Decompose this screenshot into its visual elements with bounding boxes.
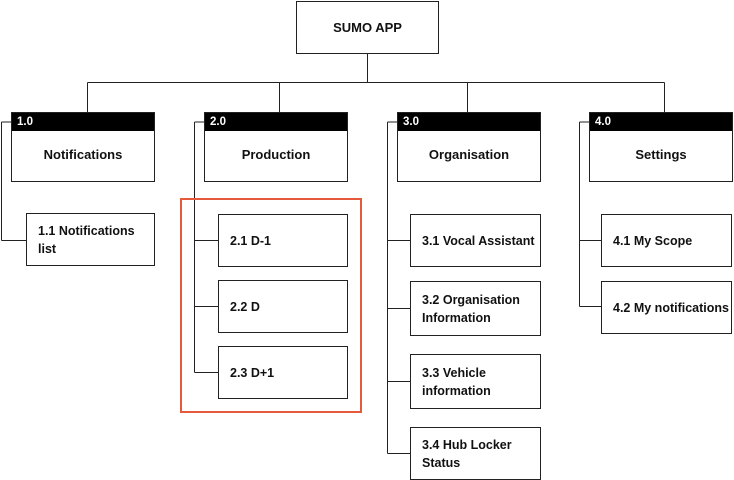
node-my-scope: 4.1 My Scope: [601, 214, 732, 267]
node-label: 3.4 Hub Locker Status: [422, 437, 512, 470]
node-vehicle-information: 3.3 Vehicle information: [410, 354, 541, 409]
node-d-plus-1: 2.3 D+1: [218, 346, 348, 399]
production-highlight-frame: [180, 198, 362, 413]
node-label: 3.3 Vehicle information: [422, 365, 491, 398]
node-d-minus-1: 2.1 D-1: [218, 214, 348, 267]
section-number: 3.0: [398, 113, 540, 131]
node-label: 3.2 Organisation Information: [422, 292, 520, 325]
node-label: 1.1 Notifications list: [38, 223, 135, 256]
node-vocal-assistant: 3.1 Vocal Assistant: [410, 214, 541, 267]
node-my-notifications: 4.2 My notifications: [601, 281, 732, 334]
node-hub-locker-status: 3.4 Hub Locker Status: [410, 427, 541, 480]
node-label: 4.1 My Scope: [613, 233, 693, 248]
node-organisation-information: 3.2 Organisation Information: [410, 281, 541, 336]
section-settings: 4.0 Settings: [589, 112, 733, 182]
node-label: 3.1 Vocal Assistant: [422, 233, 535, 248]
section-number: 1.0: [12, 113, 154, 131]
section-title: Organisation: [428, 147, 510, 162]
root-node: SUMO APP: [296, 1, 439, 54]
node-notifications-list: 1.1 Notifications list: [26, 213, 155, 266]
node-d: 2.2 D: [218, 280, 348, 333]
node-label: 2.2 D: [230, 299, 260, 314]
section-production: 2.0 Production: [204, 112, 348, 182]
section-title: Notifications: [43, 147, 123, 162]
section-number: 2.0: [205, 113, 347, 131]
node-label: 4.2 My notifications: [613, 300, 729, 315]
section-title: Settings: [635, 147, 687, 162]
root-label: SUMO APP: [333, 19, 402, 35]
section-notifications: 1.0 Notifications: [11, 112, 155, 182]
section-number: 4.0: [590, 113, 732, 131]
section-organisation: 3.0 Organisation: [397, 112, 541, 182]
node-label: 2.1 D-1: [230, 233, 271, 248]
section-title: Production: [241, 147, 311, 162]
node-label: 2.3 D+1: [230, 365, 275, 380]
